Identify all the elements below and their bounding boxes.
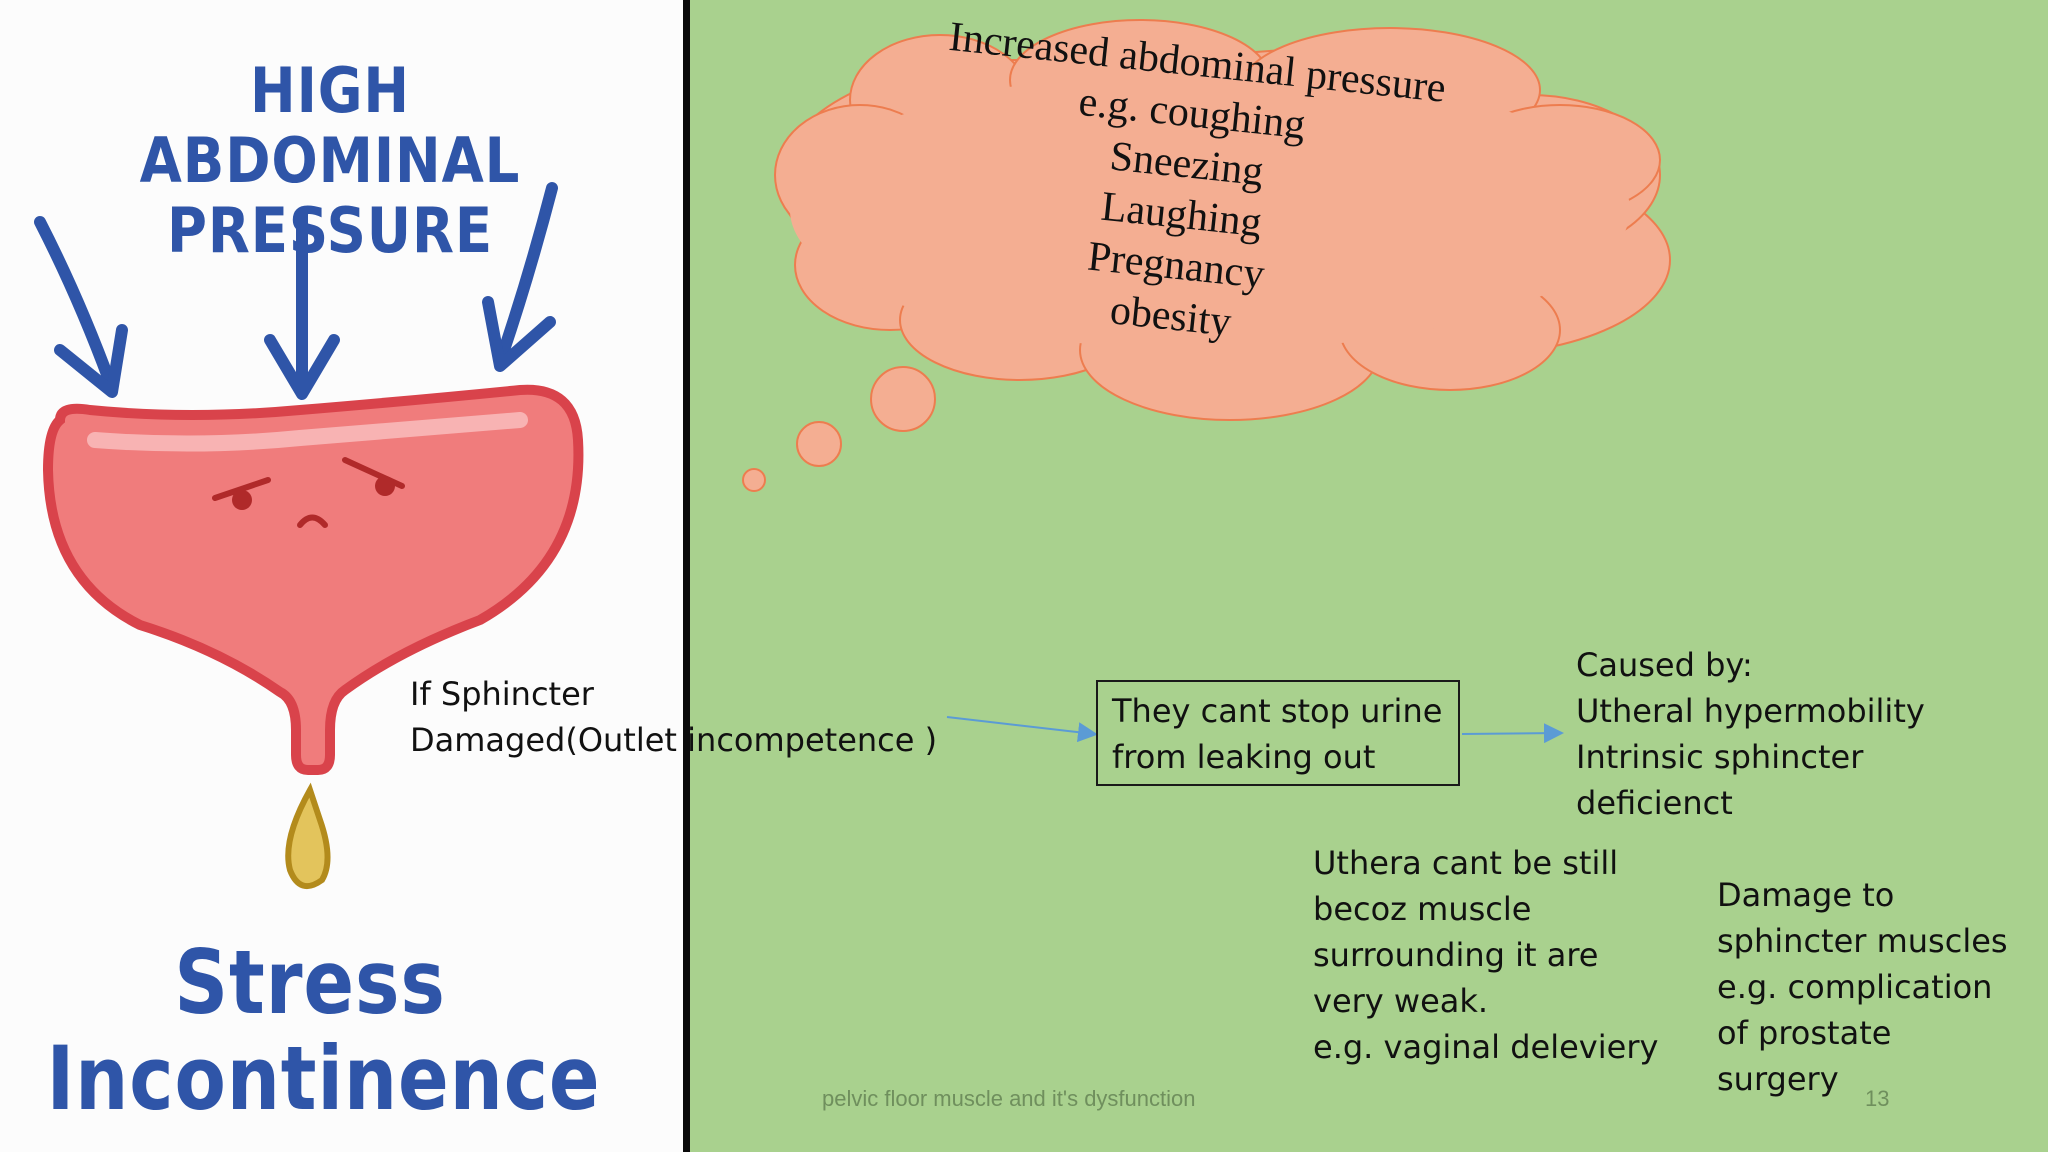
urethra-line: surrounding it are [1313,936,1599,974]
illustration-heading: HIGH ABDOMINAL PRESSURE [139,54,521,267]
sphincter-line: If Sphincter [410,675,594,713]
causes-line: Utheral hypermobility [1576,692,1925,730]
arrow-to-box [946,716,1098,743]
box-line: from leaking out [1112,738,1376,776]
bladder-icon [42,384,584,775]
box-line: They cant stop urine [1112,692,1443,730]
leak-outcome-box: They cant stop urine from leaking out [1096,680,1460,786]
causes-line: Caused by: [1576,646,1753,684]
causes-line: Intrinsic sphincter [1576,738,1864,776]
damage-line: e.g. complication [1717,968,1993,1006]
damage-line: surgery [1717,1060,1839,1098]
down-arrow-icon [34,216,128,398]
page-number: 13 [1865,1086,1890,1111]
sphincter-damage-label: If Sphincter Damaged(Outlet incompetence… [410,671,937,763]
footer-title: pelvic floor muscle and it's dysfunction [822,1086,1196,1111]
urethra-line: becoz muscle [1313,890,1532,928]
urethra-line: Uthera cant be still [1313,844,1619,882]
causes-list: Caused by: Utheral hypermobility Intrins… [1576,642,1925,826]
causes-line: deficienct [1576,784,1733,822]
damage-line: Damage to [1717,876,1895,914]
urethra-line: very weak. [1313,982,1489,1020]
down-arrow-icon [482,182,558,372]
down-arrow-icon [264,208,340,400]
bladder-illustration [34,182,584,890]
damage-line: of prostate [1717,1014,1892,1052]
arrow-to-causes [1461,723,1564,744]
sphincter-line: Damaged(Outlet incompetence ) [410,721,938,759]
sphincter-damage-note: Damage to sphincter muscles e.g. complic… [1717,872,2008,1102]
illustration-caption: Stress Incontinence [46,931,601,1130]
urethra-hypermobility-note: Uthera cant be still becoz muscle surrou… [1313,840,1658,1070]
panel-divider [683,0,690,1152]
droplet-icon [285,782,331,890]
damage-line: sphincter muscles [1717,922,2008,960]
urethra-line: e.g. vaginal deleviery [1313,1028,1659,1066]
